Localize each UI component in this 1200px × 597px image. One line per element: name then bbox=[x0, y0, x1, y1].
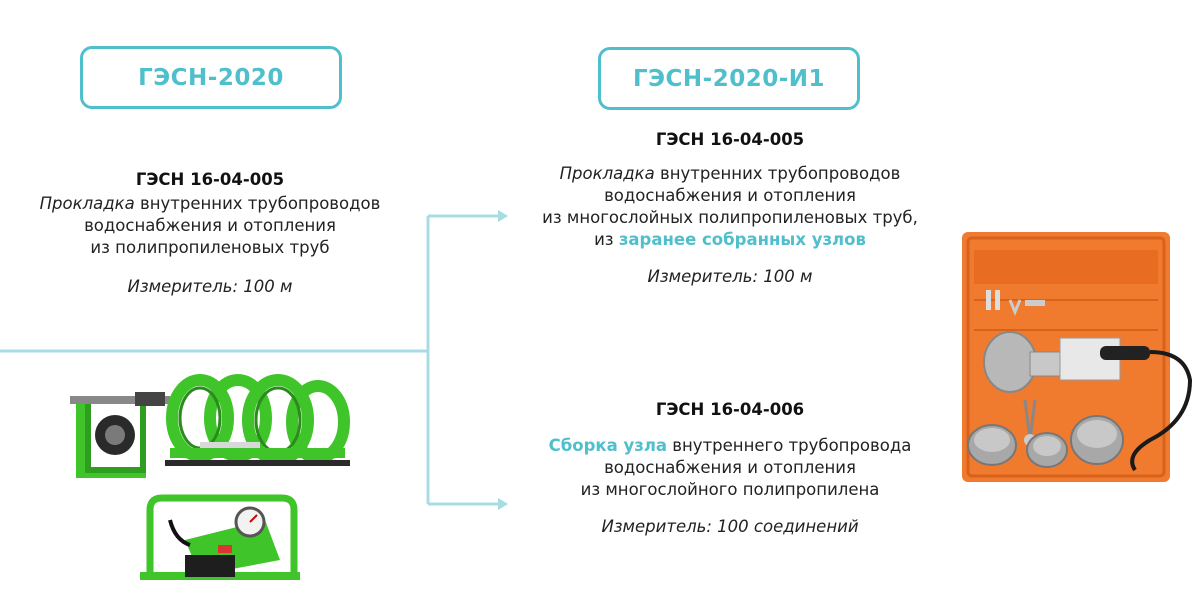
arrow-head-item2 bbox=[498, 498, 508, 510]
left-norm-block: ГЭСН 16-04-005 Прокладка внутренних труб… bbox=[0, 170, 420, 296]
right2-desc-line3: из многослойного полипропилена bbox=[580, 480, 880, 499]
right1-norm-unit: Измеритель: 100 м bbox=[647, 267, 813, 286]
arrow-head-item1 bbox=[498, 210, 508, 222]
right2-norm-unit: Измеритель: 100 соединений bbox=[601, 517, 859, 536]
right1-desc-italic: Прокладка bbox=[559, 164, 655, 183]
right1-desc-line2: водоснабжения и отопления bbox=[604, 186, 856, 205]
header-gesn-2020-i1-label: ГЭСН-2020-И1 bbox=[632, 65, 826, 92]
hydraulic-unit bbox=[140, 494, 300, 580]
right2-norm-description: Сборка узла внутреннего трубопровода вод… bbox=[500, 435, 960, 501]
right-norm-block-1: ГЭСН 16-04-005 Прокладка внутренних труб… bbox=[500, 130, 960, 286]
left-norm-unit: Измеритель: 100 м bbox=[127, 277, 293, 296]
right2-desc-highlight: Сборка узла bbox=[548, 436, 668, 455]
welding-machine-frame bbox=[70, 374, 350, 478]
left-desc-italic: Прокладка bbox=[39, 194, 135, 213]
right1-desc-line3: из многослойных полипропиленовых труб, bbox=[542, 208, 918, 227]
left-norm-code: ГЭСН 16-04-005 bbox=[135, 170, 285, 189]
right2-norm-code: ГЭСН 16-04-006 bbox=[655, 400, 805, 419]
left-norm-description: Прокладка внутренних трубопроводов водос… bbox=[0, 193, 420, 259]
right1-norm-code: ГЭСН 16-04-005 bbox=[655, 130, 805, 149]
right1-desc-line4-prefix: из bbox=[594, 230, 614, 249]
right2-desc-line2: водоснабжения и отопления bbox=[604, 458, 856, 477]
right1-desc-line4-highlight: заранее собранных узлов bbox=[618, 230, 866, 249]
welding-sockets bbox=[967, 415, 1124, 468]
header-gesn-2020-label: ГЭСН-2020 bbox=[138, 64, 284, 91]
header-gesn-2020: ГЭСН-2020 bbox=[80, 46, 342, 109]
header-gesn-2020-i1: ГЭСН-2020-И1 bbox=[598, 47, 860, 110]
right-norm-block-2: ГЭСН 16-04-006 Сборка узла внутреннего т… bbox=[500, 400, 960, 536]
right1-norm-description: Прокладка внутренних трубопроводов водос… bbox=[500, 163, 960, 251]
welder-tool bbox=[983, 290, 1193, 472]
right2-desc-rest: внутреннего трубопровода bbox=[672, 436, 912, 455]
left-desc-line2: водоснабжения и отопления bbox=[84, 216, 336, 235]
left-desc-rest: внутренних трубопроводов bbox=[139, 194, 381, 213]
left-desc-line3: из полипропиленовых труб bbox=[90, 238, 330, 257]
right1-desc-rest: внутренних трубопроводов bbox=[659, 164, 901, 183]
